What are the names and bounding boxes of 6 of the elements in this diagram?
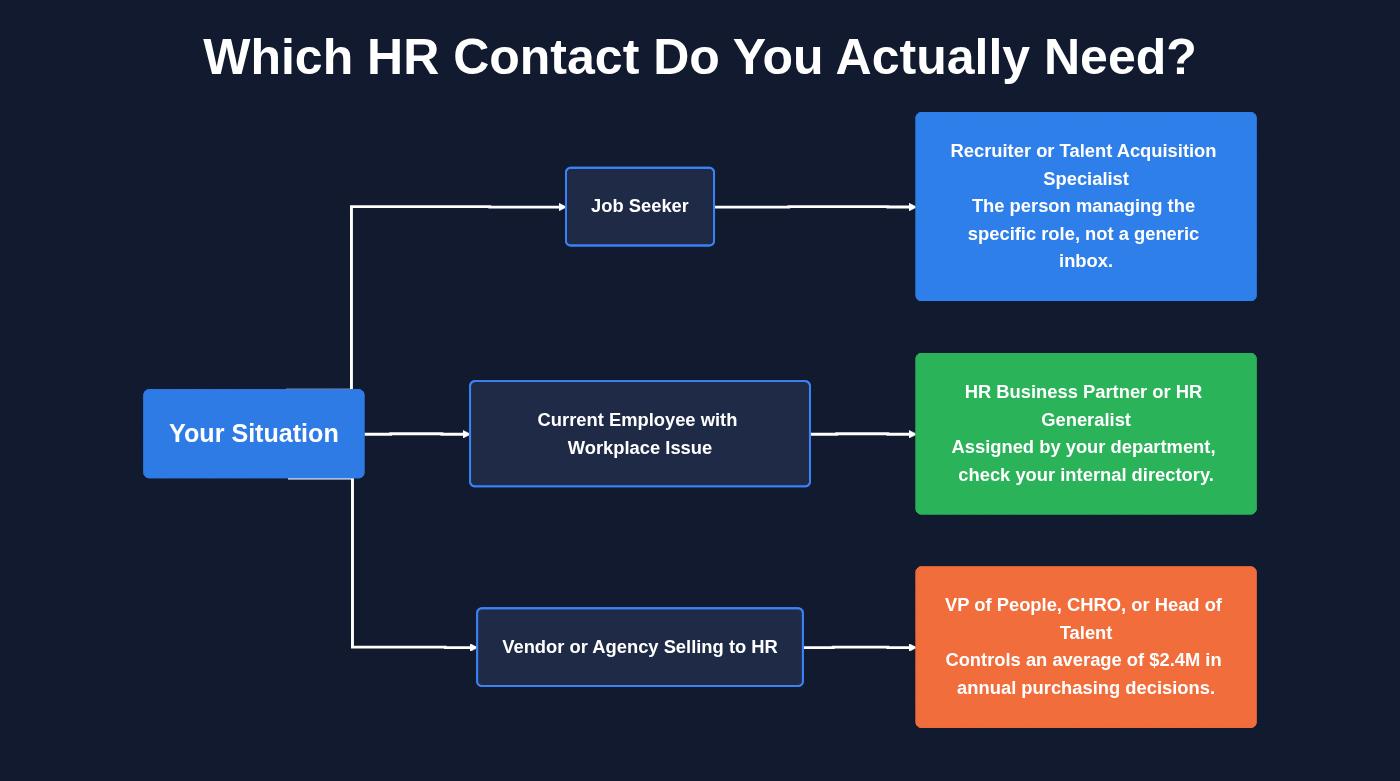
arrow bbox=[803, 643, 917, 652]
arrow bbox=[714, 202, 917, 212]
arrow bbox=[364, 429, 471, 439]
title: Which HR Contact Do You Actually Need? bbox=[203, 30, 1197, 85]
arrow bbox=[810, 429, 917, 439]
arrow bbox=[288, 476, 478, 652]
